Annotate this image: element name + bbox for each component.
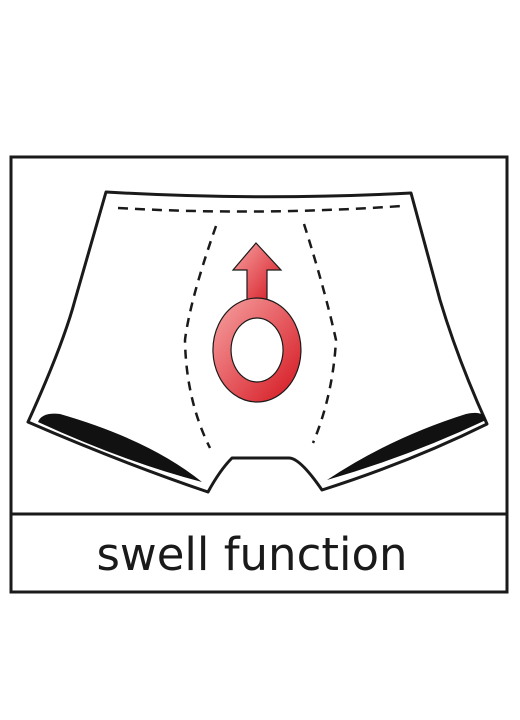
right-leg-band [327, 412, 486, 480]
waistband-stitch [117, 204, 403, 213]
caption-label: swell function [96, 528, 407, 581]
right-pouch-seam [302, 223, 338, 444]
outer-frame [9, 155, 509, 594]
symbol-ring [212, 297, 302, 403]
garment-outline [26, 190, 489, 494]
male-symbol-icon [212, 242, 302, 403]
left-leg-band [38, 413, 202, 482]
boxer-briefs-icon [26, 190, 489, 494]
left-pouch-seam [183, 225, 218, 449]
